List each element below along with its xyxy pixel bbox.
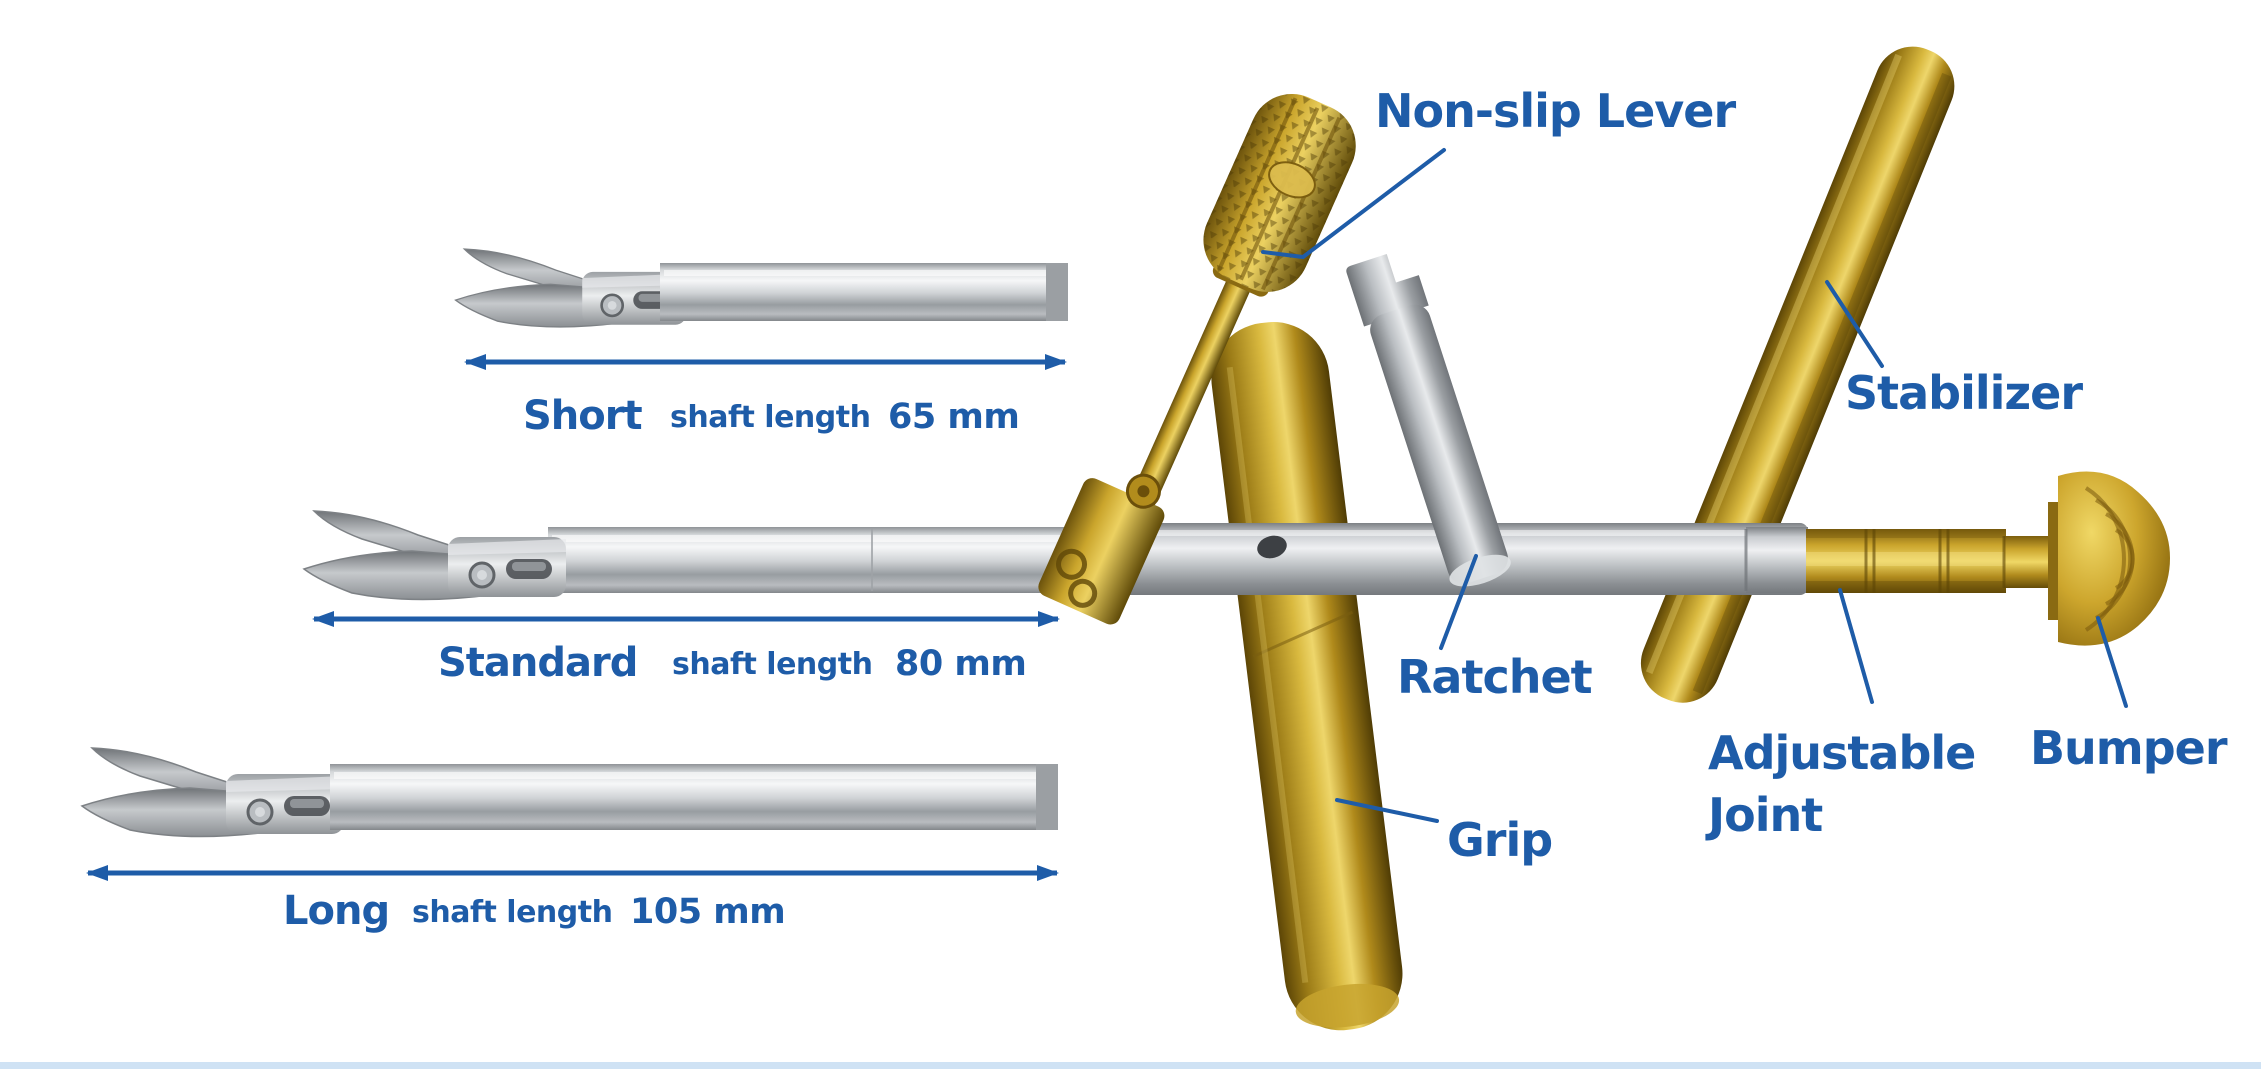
main-shaft: [548, 523, 1808, 595]
leader-line-non-slip-lever: [1261, 148, 1446, 260]
adjustable-joint: [1806, 529, 2056, 593]
non-slip-lever-paddle: [1038, 473, 1165, 625]
grip-handle: [1211, 322, 1403, 1031]
short-shaft-variant: [454, 247, 1068, 329]
jaw-tip-standard: [302, 509, 568, 602]
label-non-slip-lever: Non-slip Lever: [1375, 84, 1736, 138]
leader-line-ratchet: [1439, 554, 1478, 650]
label-grip: Grip: [1447, 813, 1552, 867]
long-shaft-variant: [80, 746, 1058, 839]
bumper-cap: [2048, 471, 2170, 646]
leader-line-stabilizer: [1825, 280, 1884, 368]
label-standard-length: 80 mm: [895, 644, 1026, 684]
leader-line-grip: [1335, 798, 1439, 823]
label-short-name: Short: [523, 393, 642, 439]
label-ratchet: Ratchet: [1397, 650, 1592, 704]
non-slip-lever: [1130, 93, 1356, 507]
label-long-name: Long: [283, 888, 389, 934]
leader-line-adjustable-joint: [1838, 588, 1874, 704]
bottom-accent-strip: [0, 1062, 2261, 1069]
shaft-hole: [1257, 535, 1287, 559]
label-short-dim: shaft length: [670, 400, 870, 435]
leader-line-bumper: [2096, 616, 2128, 708]
label-bumper: Bumper: [2030, 721, 2228, 775]
ratchet-lever: [1346, 253, 1511, 587]
label-adjustable-joint-line1: Adjustable: [1708, 726, 1975, 780]
label-short-length: 65 mm: [888, 397, 1019, 437]
label-adjustable-joint-line2: Joint: [1705, 788, 1822, 842]
label-stabilizer: Stabilizer: [1845, 366, 2083, 420]
label-standard-dim: shaft length: [672, 647, 872, 682]
label-long-dim: shaft length: [412, 895, 612, 930]
label-long-length: 105 mm: [630, 892, 785, 932]
label-standard-name: Standard: [438, 640, 637, 686]
